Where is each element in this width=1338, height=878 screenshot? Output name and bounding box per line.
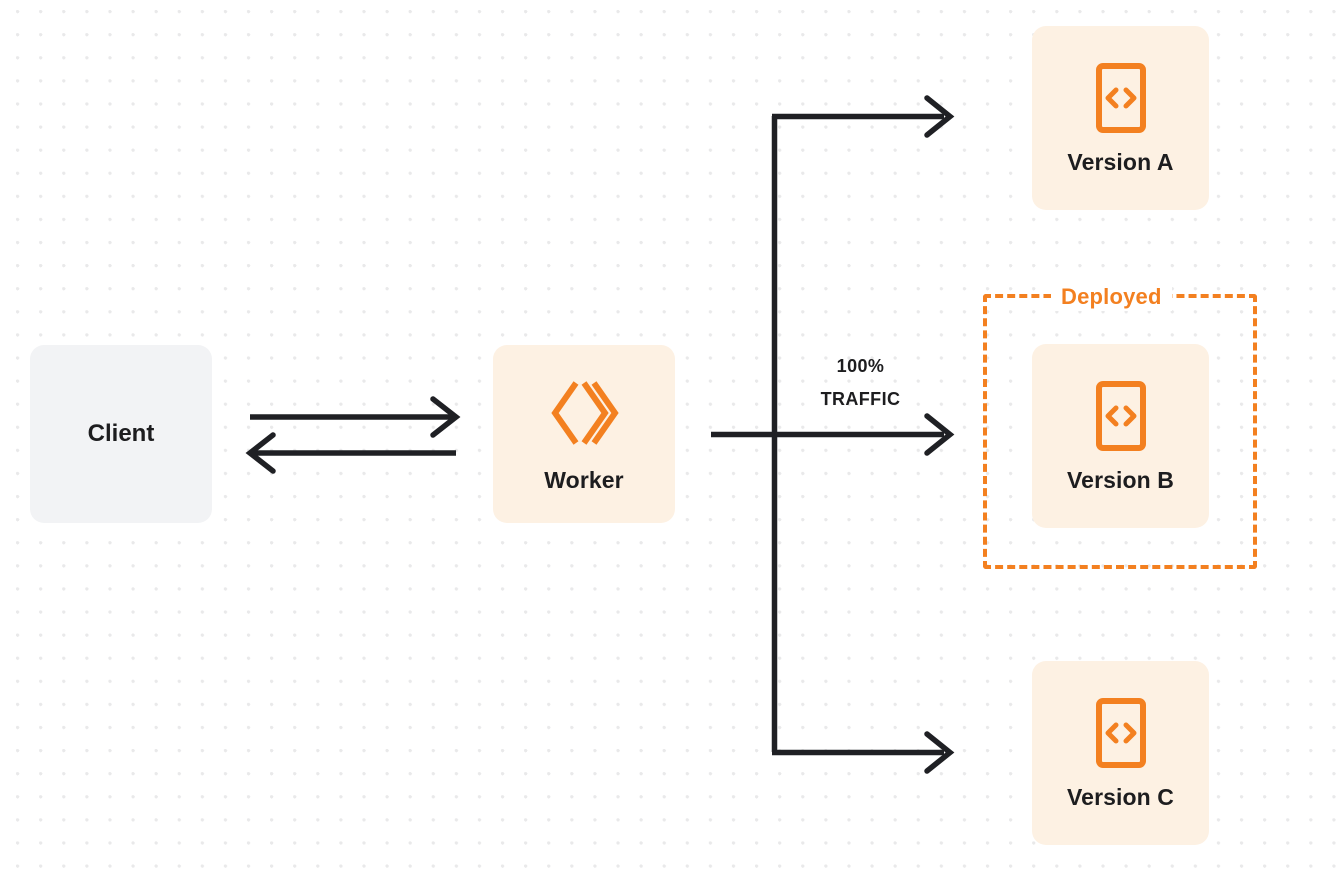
- node-client-label: Client: [87, 420, 155, 447]
- node-version-c[interactable]: Version C: [1032, 661, 1209, 845]
- node-worker[interactable]: Worker: [493, 345, 675, 523]
- traffic-annotation: 100% TRAFFIC: [783, 350, 938, 416]
- arrow-worker-to-version-c: [772, 731, 955, 774]
- node-worker-label: Worker: [544, 466, 624, 493]
- traffic-word: TRAFFIC: [820, 389, 901, 409]
- node-client[interactable]: Client: [30, 345, 212, 523]
- node-version-b-label: Version B: [1067, 466, 1174, 493]
- cloudflare-workers-icon: [546, 375, 622, 451]
- deployed-group-label: Deployed: [1051, 283, 1172, 311]
- traffic-percent: 100%: [836, 356, 885, 376]
- code-file-icon: [1091, 379, 1151, 453]
- arrow-worker-to-version-a: [772, 95, 955, 138]
- arrow-worker-to-client: [245, 432, 456, 474]
- node-version-a[interactable]: Version A: [1032, 26, 1209, 210]
- code-file-icon: [1091, 61, 1151, 135]
- node-version-a-label: Version A: [1067, 148, 1174, 175]
- code-file-icon: [1091, 696, 1151, 770]
- arrow-client-to-worker: [250, 396, 461, 438]
- node-version-b[interactable]: Version B: [1032, 344, 1209, 528]
- arrow-worker-to-version-b: [711, 413, 955, 456]
- node-version-c-label: Version C: [1067, 783, 1174, 810]
